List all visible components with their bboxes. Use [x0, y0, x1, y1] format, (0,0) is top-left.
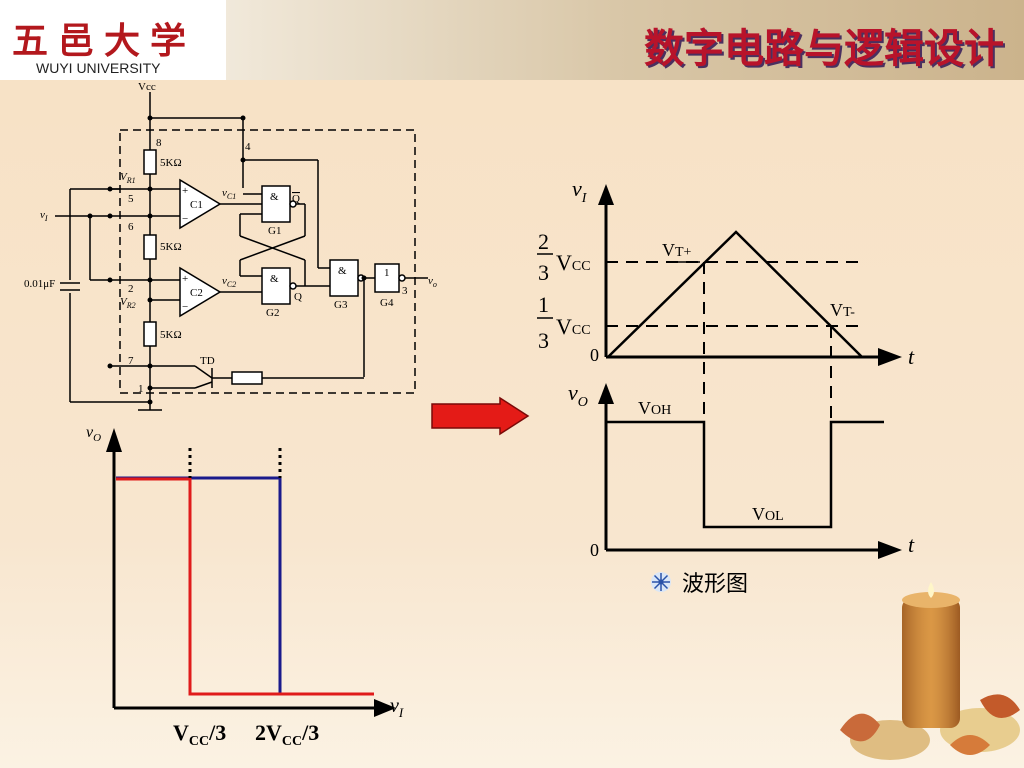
g2-label: G2: [266, 307, 279, 319]
caption-text: 波形图: [682, 572, 749, 597]
vcc-label: Vcc: [138, 81, 156, 93]
pin-7: 7: [128, 355, 134, 367]
circuit-junctions: [87, 115, 367, 405]
course-title: 数字电路与逻辑设计: [644, 26, 1004, 72]
transfer-vi-axis-label: vI: [390, 695, 404, 720]
c2-plus: +: [182, 273, 188, 285]
g3-label: G3: [334, 299, 348, 311]
pin-2: 2: [128, 283, 134, 295]
g1-label: G1: [268, 225, 281, 237]
vt-plus-label: VT+: [662, 240, 692, 260]
vol-label: VOL: [752, 504, 784, 524]
zero-label-bottom: 0: [590, 540, 599, 560]
waveform-diagram: [537, 184, 902, 559]
resistor-label-2: 5KΩ: [160, 241, 182, 253]
header-banner: 五邑大学 WUYI UNIVERSITY 数字电路与逻辑设计: [0, 0, 1024, 80]
resistor-label-3: 5KΩ: [160, 329, 182, 341]
pin-4: 4: [245, 141, 251, 153]
c1-plus: +: [182, 185, 188, 197]
candle-decoration-icon: [840, 582, 1020, 760]
schmitt-555-circuit: [55, 92, 428, 411]
one-third-numerator: 1: [538, 292, 549, 317]
resistor-label-1: 5KΩ: [160, 157, 182, 169]
comparator-c2: [179, 266, 222, 318]
g2-and: &: [270, 273, 279, 285]
logo-english: WUYI UNIVERSITY: [36, 60, 161, 76]
waveform-caption: 波形图: [650, 566, 748, 598]
vo-output-label: vo: [428, 275, 437, 289]
vc1-label: vC1: [222, 187, 236, 201]
pin-6: 6: [128, 221, 134, 233]
vi-input-label: vI: [40, 209, 48, 223]
t-axis-label-top: t: [908, 344, 915, 369]
vo-axis-label: vO: [568, 380, 588, 410]
comparator-c2-label: C2: [190, 287, 203, 299]
comparator-c1: [179, 178, 222, 230]
chip-boundary: [119, 129, 416, 394]
resistor-r1: [143, 149, 157, 175]
starburst-bullet-icon: [651, 572, 671, 592]
g4-not: 1: [384, 267, 390, 279]
circuit-labels: Vcc 8 4 5 6 2 7 1 3 5KΩ 5KΩ 5KΩ VR1 VR2 …: [24, 81, 437, 395]
two-thirds-numerator: 2: [538, 229, 549, 254]
g4-label: G4: [380, 297, 394, 309]
t-axis-label-bottom: t: [908, 532, 915, 557]
g3-and: &: [338, 265, 347, 277]
capacitor-label: 0.01μF: [24, 278, 55, 290]
q-bar-label: Q: [292, 193, 300, 205]
two-thirds-vcc: VCC: [556, 250, 591, 275]
vi-axis-label: vI: [572, 176, 588, 206]
pin-1: 1: [138, 383, 144, 395]
gate-g1: [261, 185, 291, 223]
resistor-base: [231, 371, 263, 385]
comparator-c1-label: C1: [190, 199, 203, 211]
one-third-denominator: 3: [538, 328, 549, 353]
td-label: TD: [200, 355, 215, 367]
vt-minus-label: VT-: [830, 300, 855, 320]
pin-3: 3: [402, 285, 408, 297]
vr1-label: VR1: [120, 171, 136, 185]
zero-label-top: 0: [590, 345, 599, 365]
transfer-vo-axis-label: vO: [86, 424, 101, 444]
pin-8: 8: [156, 137, 162, 149]
voh-label: VOH: [638, 398, 671, 418]
two-thirds-denominator: 3: [538, 260, 549, 285]
one-third-vcc: VCC: [556, 314, 591, 339]
g1-and: &: [270, 191, 279, 203]
transfer-labels: vO vI VCC/3 2VCC/3: [86, 424, 404, 749]
transfer-two-vcc-third: 2VCC/3: [255, 720, 319, 749]
logo-chinese: 五邑大学: [12, 20, 197, 62]
vc2-label: vC2: [222, 275, 236, 289]
waveform-labels: vI vO t t 0 0 2 3 VCC 1 3 VCC VT+ VT- VO…: [538, 176, 915, 560]
c2-minus: −: [182, 301, 188, 313]
gate-g4: [374, 263, 400, 293]
q-label: Q: [294, 291, 302, 303]
vr2-label: VR2: [120, 296, 136, 310]
transfer-vcc-third: VCC/3: [173, 720, 226, 749]
right-arrow-icon: [431, 396, 530, 436]
pin-5: 5: [128, 193, 134, 205]
university-logo: 五邑大学 WUYI UNIVERSITY: [0, 0, 226, 80]
resistor-r3: [143, 321, 157, 347]
resistor-r2: [143, 234, 157, 260]
c1-minus: −: [182, 213, 188, 225]
transfer-characteristic: [106, 428, 396, 717]
